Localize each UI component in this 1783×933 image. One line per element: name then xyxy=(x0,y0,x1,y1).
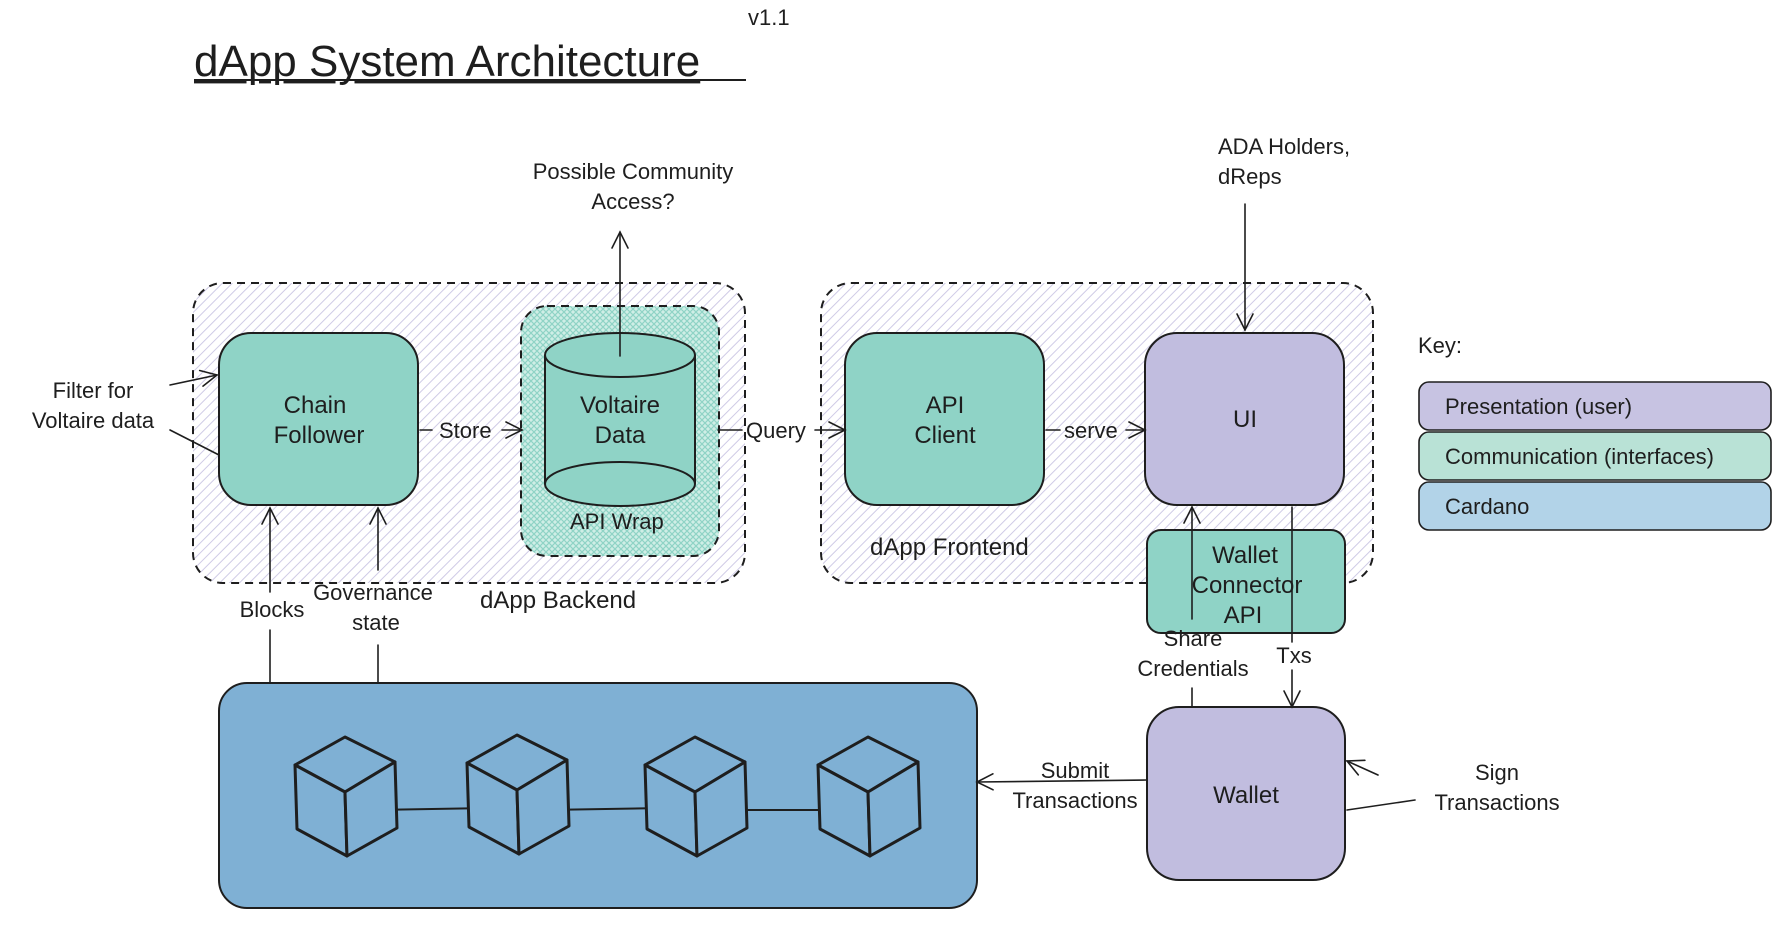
sign-transactions-label-line2: Transactions xyxy=(1434,790,1559,815)
governance-label-line2: state xyxy=(352,610,400,635)
legend-title: Key: xyxy=(1418,333,1462,358)
chain-follower-node xyxy=(218,332,419,506)
governance-label-line1: Governance xyxy=(313,580,433,605)
legend-label-cardano: Cardano xyxy=(1445,494,1529,519)
api-client-label-line1: API xyxy=(926,392,965,419)
cardano-blockchain-node xyxy=(218,682,978,909)
query-edge-label: Query xyxy=(746,418,806,443)
voltaire-data-label-line2: Data xyxy=(595,422,646,449)
filter-arrow xyxy=(169,369,219,387)
share-credentials-label-line2: Credentials xyxy=(1137,656,1248,681)
ada-holders-label-line1: ADA Holders, xyxy=(1218,134,1350,159)
wallet-connector-node xyxy=(1146,529,1346,634)
filter-label-line1: Filter for xyxy=(53,378,134,403)
txs-label: Txs xyxy=(1276,643,1311,668)
block-cube-icon xyxy=(816,735,922,858)
block-cube-icon xyxy=(293,735,399,858)
store-edge-label: Store xyxy=(439,418,492,443)
submit-transactions-label-line2: Transactions xyxy=(1012,788,1137,813)
version-label: v1.1 xyxy=(748,5,790,30)
blocks-label: Blocks xyxy=(240,597,305,622)
ada-holders-label-line2: dReps xyxy=(1218,164,1282,189)
submit-transactions-arrow xyxy=(975,773,1148,791)
community-access-label-line2: Access? xyxy=(591,189,674,214)
voltaire-data-database-icon xyxy=(544,332,696,507)
api-wrap-label: API Wrap xyxy=(570,509,664,534)
sign-transactions-arrow xyxy=(1345,759,1379,776)
backend-group-label: dApp Backend xyxy=(480,587,636,614)
wallet-connector-label-line1: Wallet xyxy=(1212,542,1278,569)
chain-follower-label-line1: Chain xyxy=(284,392,347,419)
legend-item-cardano: Cardano xyxy=(1418,481,1772,531)
block-cube-icon xyxy=(643,735,749,858)
page-title: dApp System Architecture xyxy=(194,37,700,86)
wallet-connector-label-line3: API xyxy=(1224,602,1263,629)
wallet-connector-label-line2: Connector xyxy=(1192,572,1303,599)
api-client-node xyxy=(844,332,1045,506)
legend-label-communication: Communication (interfaces) xyxy=(1445,444,1714,469)
share-credentials-label-line1: Share xyxy=(1164,626,1223,651)
sign-transactions-connector xyxy=(1346,799,1416,811)
ui-label: UI xyxy=(1233,406,1257,433)
frontend-group-label: dApp Frontend xyxy=(870,534,1029,561)
legend-item-presentation: Presentation (user) xyxy=(1418,381,1772,431)
voltaire-data-label-line1: Voltaire xyxy=(580,392,660,419)
serve-edge-label: serve xyxy=(1064,418,1118,443)
filter-connector xyxy=(169,429,220,456)
api-client-label-line2: Client xyxy=(914,422,976,449)
legend-item-communication: Communication (interfaces) xyxy=(1418,431,1772,481)
submit-transactions-label-line1: Submit xyxy=(1041,758,1109,783)
wallet-label: Wallet xyxy=(1213,782,1279,809)
block-cube-icon xyxy=(465,733,571,856)
sign-transactions-label-line1: Sign xyxy=(1475,760,1519,785)
wallet-node xyxy=(1146,706,1346,881)
legend-label-presentation: Presentation (user) xyxy=(1445,394,1632,419)
ui-node xyxy=(1144,332,1345,506)
filter-label-line2: Voltaire data xyxy=(32,408,155,433)
community-access-label-line1: Possible Community xyxy=(533,159,734,184)
chain-follower-label-line2: Follower xyxy=(274,422,365,449)
